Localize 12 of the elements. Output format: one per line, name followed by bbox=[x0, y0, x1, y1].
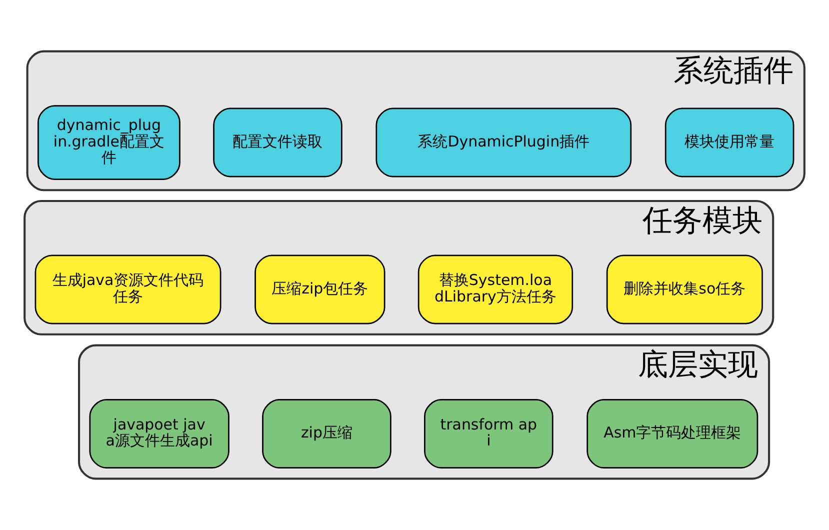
node-box: transform api bbox=[424, 399, 554, 468]
node-box: 模块使用常量 bbox=[664, 108, 794, 178]
node-box: 替换System.loadLibrary方法任务 bbox=[418, 254, 574, 324]
node-box: 压缩zip包任务 bbox=[254, 254, 386, 324]
node-box: 配置文件读取 bbox=[213, 108, 342, 178]
node-box: 系统DynamicPlugin插件 bbox=[376, 108, 632, 178]
node-box: Asm字节码处理框架 bbox=[586, 399, 758, 468]
node-box: 生成java资源文件代码任务 bbox=[34, 254, 222, 324]
node-box: zip压缩 bbox=[262, 399, 392, 468]
node-box: dynamic_plugin.gradle配置文件 bbox=[38, 105, 180, 180]
node-box: javapoet java源文件生成api bbox=[89, 399, 230, 468]
node-box: 删除并收集so任务 bbox=[606, 254, 763, 324]
